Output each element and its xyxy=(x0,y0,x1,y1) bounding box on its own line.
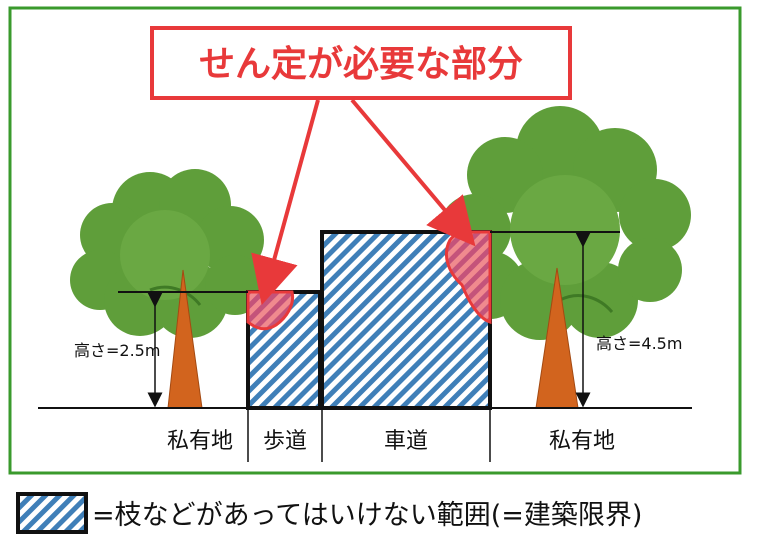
arrow-icon xyxy=(350,98,476,247)
legend-label: =枝などがあってはいけない範囲(=建築限界) xyxy=(92,500,642,531)
zone-label-private-right: 私有地 xyxy=(549,429,615,454)
zone-label-private-left: 私有地 xyxy=(167,429,233,454)
height-label-right: 高さ=4.5m xyxy=(596,334,682,353)
hatch-swatch-icon xyxy=(16,492,88,534)
zone-label-roadway: 車道 xyxy=(384,429,428,454)
callout-box xyxy=(150,26,572,100)
callout-label: せん定が必要な部分 xyxy=(199,44,523,85)
height-label-left: 高さ=2.5m xyxy=(74,341,160,360)
arrow-icon xyxy=(251,99,320,306)
zone-label-sidewalk: 歩道 xyxy=(263,429,307,454)
